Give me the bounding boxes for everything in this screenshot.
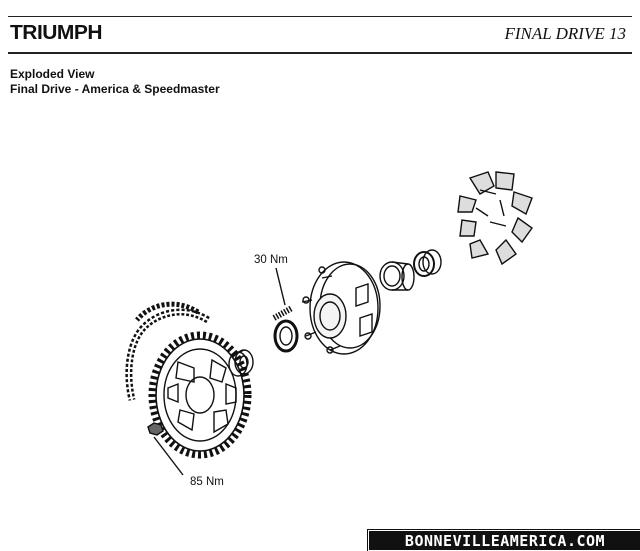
header-top-rule bbox=[8, 16, 632, 17]
cush-drive-rubbers bbox=[457, 171, 533, 266]
triumph-logo: TRIUMPH bbox=[10, 22, 103, 44]
spacer-sleeve bbox=[379, 261, 415, 291]
hub-bearing bbox=[413, 249, 442, 277]
stud-torque-label: 30 Nm bbox=[254, 254, 288, 266]
rear-sprocket bbox=[148, 331, 252, 459]
stud bbox=[272, 267, 294, 321]
site-watermark: BONNEVILLEAMERICA.COM bbox=[367, 529, 640, 551]
header-bottom-rule bbox=[8, 52, 632, 54]
diagram-title: Exploded View bbox=[10, 67, 95, 81]
nut-torque-label: 85 Nm bbox=[190, 476, 224, 488]
bearing bbox=[228, 349, 254, 377]
sprocket-carrier-hub bbox=[301, 261, 381, 355]
sprocket-nut bbox=[147, 422, 184, 476]
drive-chain bbox=[125, 301, 210, 401]
page-section-title: FINAL DRIVE 13 bbox=[504, 24, 626, 43]
diagram-subtitle: Final Drive - America & Speedmaster bbox=[10, 82, 220, 96]
spacer-ring bbox=[273, 319, 299, 353]
